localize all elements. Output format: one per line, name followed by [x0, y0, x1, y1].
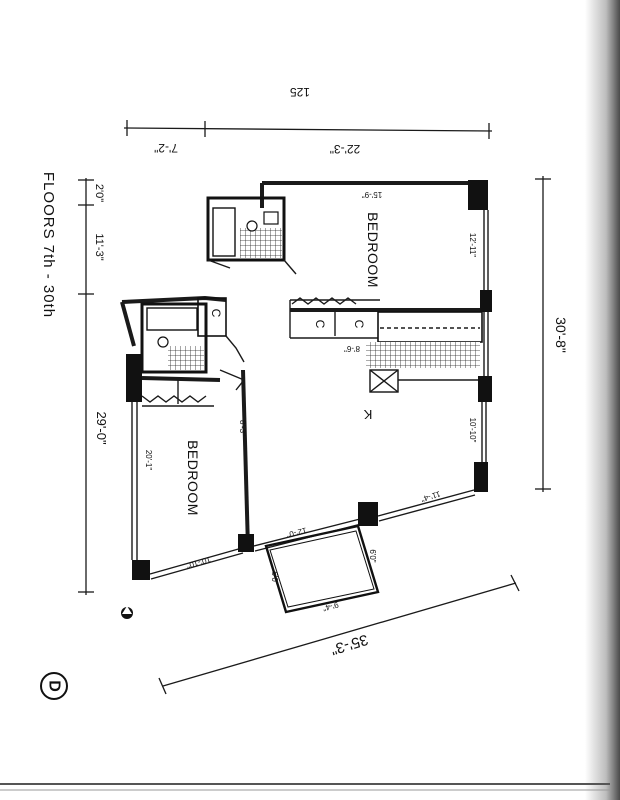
- top-dimension-line: [123, 120, 493, 139]
- dim-right-overall: 30'-8": [553, 317, 569, 353]
- bath-1-sink: [263, 211, 279, 225]
- dim-bedroom1-width: 15'-9": [362, 190, 383, 199]
- floors-label: FLOORS 7th - 30th: [40, 172, 57, 318]
- dim-living-window: 11'-4": [420, 489, 442, 503]
- bath-2-tile: [168, 346, 204, 370]
- dim-bottom-overall: 35'-3": [329, 631, 371, 658]
- kitchen-label: K: [363, 407, 372, 422]
- balcony: [264, 524, 380, 614]
- floor-plan: C C K C: [120, 180, 492, 614]
- column-r3: [474, 462, 488, 492]
- dim-left-overall: 29'-0": [94, 411, 109, 445]
- dim-balcony-width: 9'-4": [322, 600, 340, 613]
- unit-letter: D: [46, 680, 63, 692]
- unit-badge: D: [40, 672, 68, 700]
- bath-1-floor-tile: [240, 228, 282, 258]
- page-number: 125: [290, 85, 310, 99]
- column-l1: [126, 354, 142, 402]
- column-r1: [480, 290, 492, 312]
- left-dimension-line: [78, 178, 94, 595]
- bath-1-tub: [212, 207, 236, 257]
- bottom-dimension-line: [158, 574, 520, 695]
- column-r2: [478, 376, 492, 402]
- right-dimension-line: [535, 176, 551, 492]
- bedroom-2-label: BEDROOM: [185, 440, 201, 516]
- dim-kitchen-width: 8'-6": [344, 344, 360, 353]
- bath-1: [206, 196, 286, 262]
- kitchen-counter: [377, 311, 483, 343]
- bath-2: [140, 302, 208, 374]
- dim-kitchen-depth: 10'-10": [468, 418, 477, 443]
- dim-left-mid: 11'-3": [93, 233, 105, 260]
- dim-balcony-depth-2: 6'0": [368, 549, 377, 562]
- bath-1-toilet: [246, 220, 258, 232]
- dim-bedroom2-length: 20'-1": [144, 450, 153, 471]
- dim-left-top: 2'0": [93, 184, 105, 202]
- closet-label-2: C: [352, 320, 366, 329]
- column-b1: [238, 534, 254, 552]
- bath-2-tub: [146, 307, 198, 331]
- dim-top-right: 22'-3": [330, 142, 361, 156]
- bedroom-1-label: BEDROOM: [365, 212, 381, 288]
- closet-label-1: C: [313, 320, 327, 329]
- scan-edge-shadow: [585, 0, 620, 800]
- dim-bath2-width: 8'-3": [238, 420, 247, 436]
- closet-3: [197, 297, 227, 337]
- column-l2: [132, 560, 150, 580]
- dim-top-left: 7'-2": [154, 141, 178, 155]
- kitchen-range: [369, 369, 399, 393]
- bath-2-toilet: [157, 336, 169, 348]
- north-arrow-icon: [121, 606, 133, 619]
- dim-bedroom2-width: 10'-10": [185, 555, 212, 571]
- dim-balcony-depth-1: 6'0": [270, 571, 279, 584]
- column-tr: [468, 180, 488, 210]
- kitchen-tile: [366, 342, 480, 368]
- column-b2: [358, 502, 378, 526]
- dim-bedroom1-depth: 12'-11": [468, 233, 477, 257]
- closet-label-3: C: [209, 309, 223, 318]
